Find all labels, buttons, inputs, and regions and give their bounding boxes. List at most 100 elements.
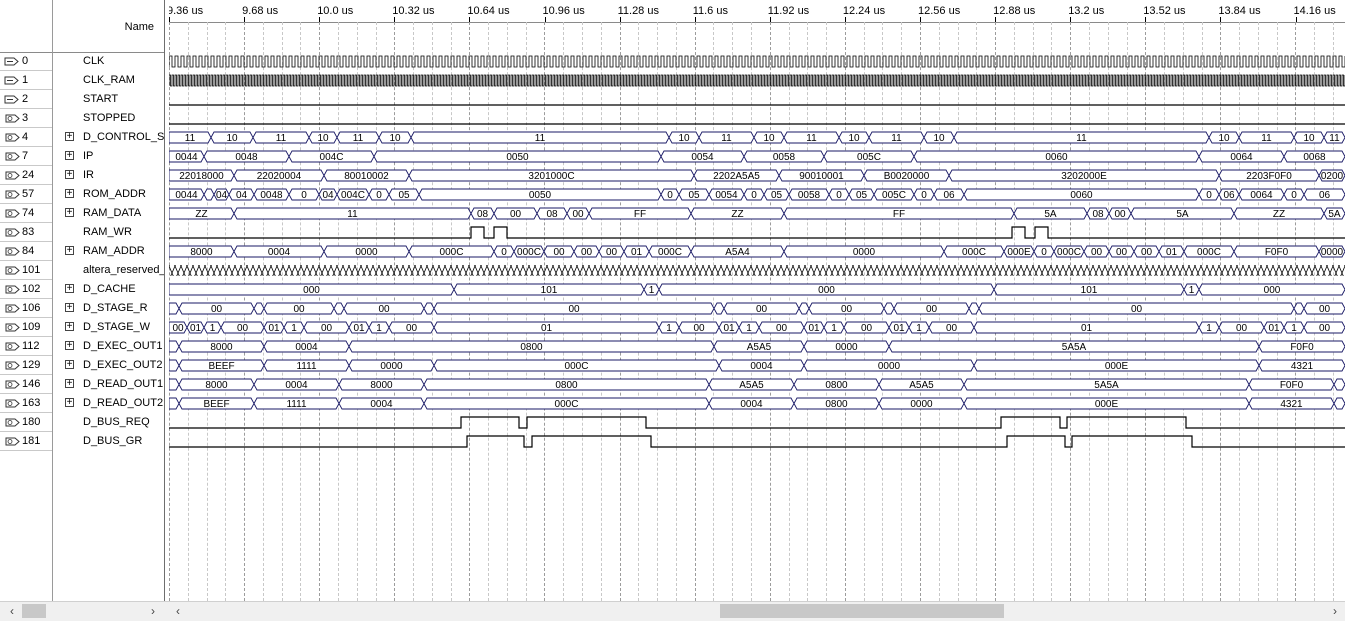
node-id-row[interactable]: 102 — [0, 280, 52, 299]
node-id-row[interactable]: 112 — [0, 337, 52, 356]
expand-plus-icon[interactable]: + — [65, 302, 74, 313]
expand-plus-icon[interactable]: + — [65, 340, 74, 351]
node-id-row[interactable]: 3 — [0, 109, 52, 128]
name-pane-scroll-right-arrow-icon[interactable]: › — [151, 604, 155, 618]
expand-plus-icon[interactable]: + — [65, 245, 74, 256]
signal-row[interactable]: +D_STAGE_R — [53, 299, 164, 318]
expand-plus-icon[interactable]: + — [65, 397, 74, 408]
bus-value-label: 00 — [946, 323, 958, 334]
node-id-row[interactable]: 1 — [0, 71, 52, 90]
bus-value-label: 000 — [1264, 285, 1281, 296]
expand-plus-icon[interactable]: + — [65, 188, 74, 199]
wave-scroll-left-arrow-icon[interactable]: ‹ — [176, 604, 180, 618]
node-id-row[interactable]: 163 — [0, 394, 52, 413]
signal-row[interactable]: +D_EXEC_OUT2 — [53, 356, 164, 375]
node-id: 102 — [22, 283, 41, 295]
waveform-ram-wr[interactable] — [169, 226, 1345, 239]
signal-row[interactable]: STOPPED — [53, 109, 164, 128]
scroll-right-arrow-icon[interactable]: › — [1333, 604, 1337, 618]
signal-row[interactable]: D_BUS_GR — [53, 432, 164, 451]
expand-plus-icon[interactable]: + — [65, 169, 74, 180]
node-id-row[interactable]: 101 — [0, 261, 52, 280]
signal-row[interactable]: +D_CONTROL_S — [53, 128, 164, 147]
bus-value-label: 1 — [666, 323, 672, 334]
signal-row[interactable]: +D_READ_OUT2 — [53, 394, 164, 413]
node-id-row[interactable]: 2 — [0, 90, 52, 109]
node-id-row[interactable]: 83 — [0, 223, 52, 242]
signal-row[interactable]: START — [53, 90, 164, 109]
node-id-row[interactable]: 109 — [0, 318, 52, 337]
name-pane-scroll-thumb[interactable] — [22, 604, 46, 618]
expand-plus-icon[interactable]: + — [65, 283, 74, 294]
node-id-row[interactable]: 180 — [0, 413, 52, 432]
signal-row[interactable]: D_BUS_REQ — [53, 413, 164, 432]
node-id-row[interactable]: 24 — [0, 166, 52, 185]
waveform-altera-reserved-[interactable] — [169, 265, 1345, 276]
bus-value-label: 01 — [631, 247, 643, 258]
signal-row[interactable]: +D_READ_OUT1 — [53, 375, 164, 394]
node-id-row[interactable]: 0 — [0, 52, 52, 71]
horizontal-scrollbar[interactable]: ‹ › ‹ › — [0, 601, 1345, 621]
bus-value-label: 0 — [836, 190, 842, 201]
expand-plus-icon[interactable]: + — [65, 359, 74, 370]
signal-name: START — [83, 93, 119, 105]
signal-row[interactable]: +D_STAGE_W — [53, 318, 164, 337]
bus-value-label: 0800 — [825, 399, 848, 410]
bus-value-label: ZZ — [195, 209, 207, 220]
node-id-row[interactable]: 74 — [0, 204, 52, 223]
bus-value-label: 00 — [693, 323, 705, 334]
expand-plus-icon[interactable]: + — [65, 378, 74, 389]
expand-plus-icon[interactable]: + — [65, 321, 74, 332]
signal-row[interactable]: +RAM_ADDR — [53, 242, 164, 261]
node-id-row[interactable]: 84 — [0, 242, 52, 261]
waveform-d-bus-req[interactable] — [169, 416, 1345, 429]
node-id: 146 — [22, 378, 41, 390]
node-id-row[interactable]: 4 — [0, 128, 52, 147]
signal-row[interactable]: +D_CACHE — [53, 280, 164, 299]
node-id-row[interactable]: 129 — [0, 356, 52, 375]
node-id-row[interactable]: 7 — [0, 147, 52, 166]
bus-value-label: 0000 — [878, 361, 901, 372]
signal-row[interactable]: +IP — [53, 147, 164, 166]
node-id-row[interactable]: 57 — [0, 185, 52, 204]
signal-row[interactable]: +D_EXEC_OUT1 — [53, 337, 164, 356]
output-pin-icon — [4, 114, 20, 123]
node-id-row[interactable]: 146 — [0, 375, 52, 394]
expand-plus-icon[interactable]: + — [65, 131, 74, 142]
expand-plus-icon[interactable]: + — [65, 207, 74, 218]
waveform-d-bus-gr[interactable] — [169, 435, 1345, 448]
signal-row[interactable]: CLK — [53, 52, 164, 71]
wave-scroll-thumb[interactable] — [720, 604, 1004, 618]
signal-row[interactable]: +RAM_DATA — [53, 204, 164, 223]
name-header[interactable]: Name — [53, 0, 164, 53]
waveform-clk-ram[interactable] — [169, 74, 1345, 87]
expand-plus-icon[interactable]: + — [65, 150, 74, 161]
waveform-clk[interactable] — [169, 55, 1345, 68]
signal-row[interactable]: altera_reserved_ — [53, 261, 164, 280]
node-id-row[interactable]: 181 — [0, 432, 52, 451]
node-id-row[interactable]: 106 — [0, 299, 52, 318]
signal-row[interactable]: CLK_RAM — [53, 71, 164, 90]
bus-value-label: 00 — [1319, 304, 1331, 315]
signal-row[interactable]: +ROM_ADDR — [53, 185, 164, 204]
bus-value-label: 0054 — [691, 152, 714, 163]
scroll-left-arrow-icon[interactable]: ‹ — [10, 604, 14, 618]
signal-row[interactable]: RAM_WR — [53, 223, 164, 242]
signal-row[interactable]: +IR — [53, 166, 164, 185]
